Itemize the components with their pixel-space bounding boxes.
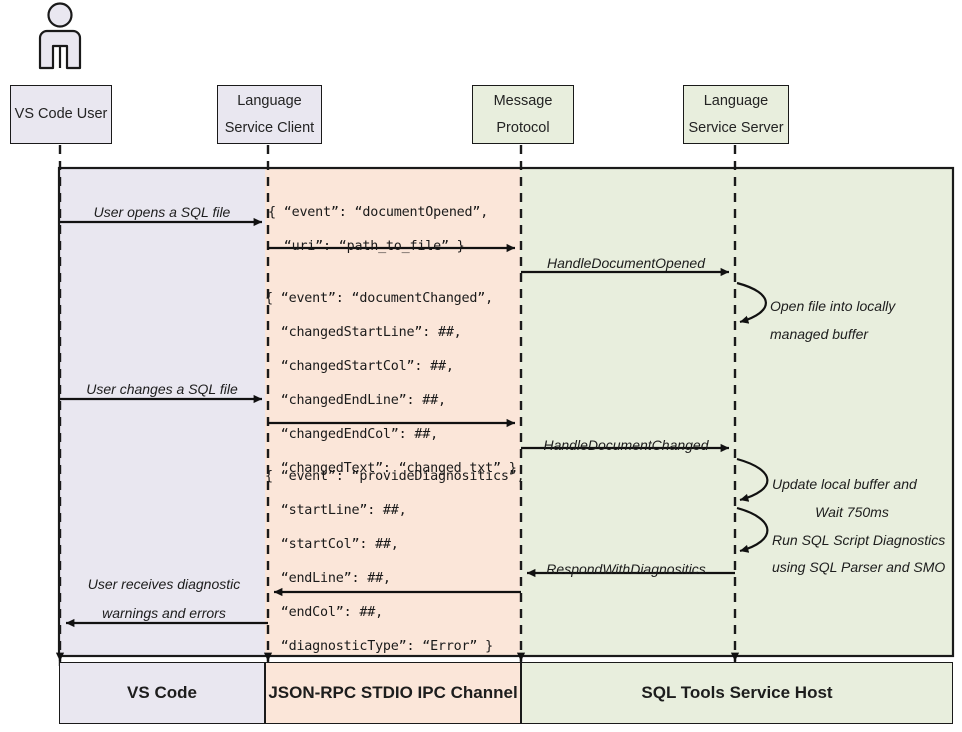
payload-document-opened: { “event”: “documentOpened”, “uri”: “pat…: [268, 205, 489, 254]
note-update-buffer-line1: Update local buffer and: [772, 476, 917, 492]
band-vscode: [59, 168, 265, 656]
note-open-file-buffer-line2: managed buffer: [770, 326, 869, 342]
footer-sql-tools-service-host-label: SQL Tools Service Host: [641, 683, 833, 702]
message-handle-document-opened: HandleDocumentOpened: [547, 255, 705, 271]
band-ipc: [265, 168, 520, 656]
participant-language-service-client-line2: Service Client: [224, 119, 315, 136]
footer-terminators: [55, 652, 740, 662]
footer-vs-code-label: VS Code: [127, 683, 197, 702]
person-icon: [38, 2, 82, 70]
note-run-diagnostics-line2: using SQL Parser and SMO: [772, 559, 946, 575]
participant-language-service-server-line2: Service Server: [688, 119, 784, 136]
note-run-diagnostics-line1: Run SQL Script Diagnostics: [772, 532, 946, 548]
selfloop-open-file-buffer: [736, 281, 767, 324]
message-user-receives-diagnostics-line1: User receives diagnostic: [87, 576, 241, 592]
message-user-changes-sql-file: User changes a SQL file: [86, 381, 238, 397]
footer-json-rpc-channel[interactable]: JSON-RPC STDIO IPC Channel: [265, 662, 521, 724]
participant-vs-code-user[interactable]: VS Code User: [10, 85, 112, 144]
lifelines: [58, 145, 737, 668]
payload-document-changed: { “event”: “documentChanged”, “changedSt…: [265, 291, 517, 476]
payload-provide-diagnositics: { “event”: “provideDiagnositics”, “start…: [265, 469, 525, 654]
participant-message-protocol-line1: Message: [493, 92, 553, 109]
participant-language-service-server[interactable]: Language Service Server: [683, 85, 789, 144]
message-respond-with-diagnositics: RespondWithDiagnositics: [546, 561, 706, 577]
note-open-file-buffer-line1: Open file into locally: [770, 298, 896, 314]
note-update-buffer-line2: Wait 750ms: [815, 504, 889, 520]
message-user-opens-sql-file: User opens a SQL file: [93, 204, 231, 220]
message-user-receives-diagnostics-line2: warnings and errors: [102, 605, 226, 621]
band-service-host: [520, 168, 953, 656]
participant-vs-code-user-label: VS Code User: [14, 106, 108, 123]
participant-message-protocol[interactable]: Message Protocol: [472, 85, 574, 144]
message-handle-document-changed: HandleDocumentChanged: [543, 437, 709, 453]
participant-language-service-client-line1: Language: [237, 92, 302, 109]
footer-vs-code[interactable]: VS Code: [59, 662, 265, 724]
participant-language-service-server-line1: Language: [703, 92, 769, 109]
band-outline: [57, 166, 955, 658]
selfloop-run-sql-diagnostics: [736, 506, 769, 553]
participant-message-protocol-line2: Protocol: [496, 119, 550, 136]
footer-json-rpc-channel-label: JSON-RPC STDIO IPC Channel: [268, 683, 518, 702]
selfloop-update-buffer-wait: [736, 457, 769, 502]
footer-sql-tools-service-host[interactable]: SQL Tools Service Host: [521, 662, 953, 724]
participant-language-service-client[interactable]: Language Service Client: [217, 85, 322, 144]
